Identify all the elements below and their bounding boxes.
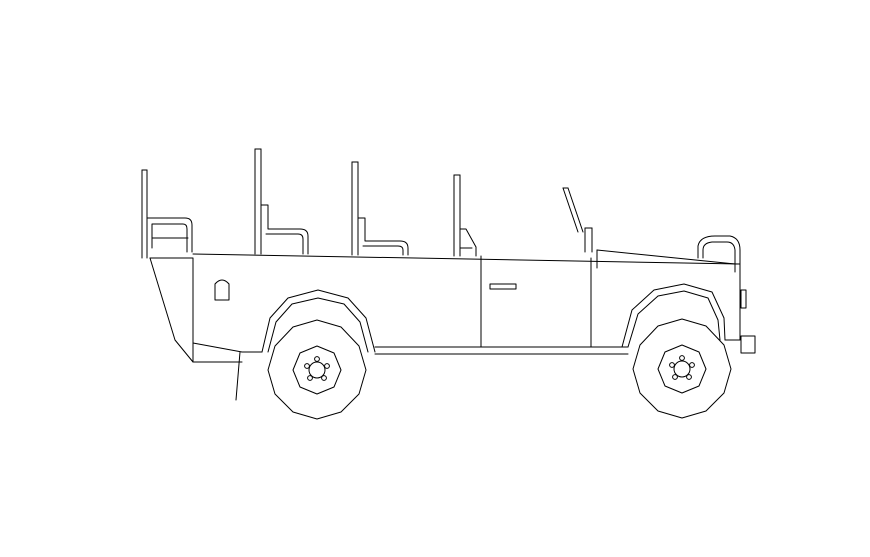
front-rim bbox=[657, 344, 707, 394]
rear-wheel-arch bbox=[261, 289, 376, 353]
seat-row-1 bbox=[146, 217, 193, 253]
rear-hub bbox=[308, 361, 326, 379]
windscreen-frame bbox=[562, 187, 593, 253]
seat-row-4 bbox=[459, 228, 477, 257]
main-body bbox=[192, 253, 741, 355]
headlight bbox=[740, 289, 747, 309]
rear-tire bbox=[267, 319, 367, 420]
front-hub bbox=[673, 360, 691, 378]
seat-row-2 bbox=[260, 204, 309, 255]
seat-row-3 bbox=[357, 217, 409, 256]
rear-lug-nuts bbox=[304, 356, 330, 381]
rear-body bbox=[149, 257, 243, 363]
rear-rim bbox=[292, 345, 342, 395]
front-lug-nuts bbox=[669, 355, 695, 380]
front-wheel-arch bbox=[621, 283, 726, 348]
front-bumper bbox=[740, 335, 756, 354]
door-panels bbox=[480, 255, 592, 348]
tow-bar bbox=[235, 351, 241, 401]
spare-wheel bbox=[697, 235, 741, 265]
fuel-cap-icon bbox=[214, 279, 230, 301]
roll-bars bbox=[141, 148, 461, 259]
rear-wheel bbox=[267, 319, 367, 420]
hood bbox=[596, 249, 741, 341]
front-tire bbox=[632, 318, 732, 419]
front-wheel bbox=[632, 318, 732, 419]
